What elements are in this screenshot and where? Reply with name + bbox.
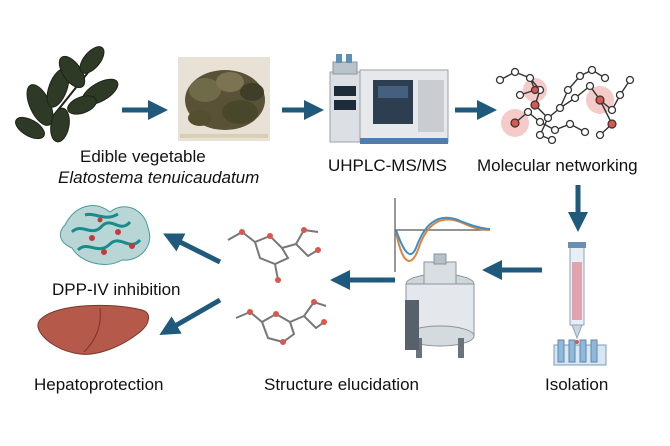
molecule-atoms xyxy=(239,227,327,345)
molecular-network-icon xyxy=(495,65,635,145)
arrow-structure-to-dpp xyxy=(163,233,222,265)
label-structure: Structure elucidation xyxy=(264,375,419,394)
label-hepato: Hepatoprotection xyxy=(34,375,164,394)
label-vegetable-line1: Edible vegetable xyxy=(80,147,206,166)
label-vegetable-line2: Elatostema tenuicaudatum xyxy=(58,168,260,187)
molecule-3d-icon xyxy=(227,228,327,344)
label-dpp: DPP-IV inhibition xyxy=(52,280,181,299)
arrow-structure-to-hepato xyxy=(159,297,222,335)
chromatography-column-icon xyxy=(553,242,607,366)
lc-ms-instrument-icon xyxy=(329,54,449,144)
dried-herb-icon xyxy=(178,57,270,141)
label-uhplc: UHPLC-MS/MS xyxy=(328,156,448,175)
label-isolation: Isolation xyxy=(545,375,609,394)
liver-icon xyxy=(37,304,149,355)
label-networking: Molecular networking xyxy=(477,156,638,175)
plant-leaves-icon xyxy=(15,46,119,143)
protein-structure-icon xyxy=(59,205,151,265)
nmr-spectrometer-icon xyxy=(405,253,475,358)
cd-spectrum-icon xyxy=(394,198,491,272)
